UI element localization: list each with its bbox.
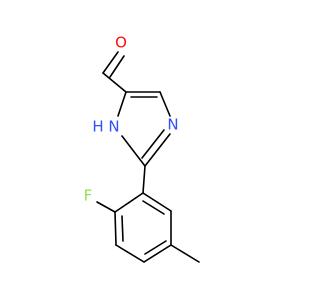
bond-ar-c4-c5 xyxy=(143,244,172,263)
bond-n3-c2 xyxy=(144,133,171,167)
nitrogen-n3-atom: N xyxy=(167,116,178,134)
bond-c4-n3 xyxy=(159,91,171,117)
atom-labels: O H N N F xyxy=(84,34,179,205)
bond-c-methyl xyxy=(170,244,200,263)
nitrogen-n1-atom: N xyxy=(108,118,119,136)
bond-aldehyde-c-to-ring xyxy=(102,72,127,93)
oxygen-atom: O xyxy=(115,34,127,52)
bond-c2-n1 xyxy=(121,135,146,167)
bond-ar-c1-c2 xyxy=(114,192,144,213)
bond-ar-c6-c1-inner xyxy=(142,200,165,215)
bond-ar-c2-c3 xyxy=(114,211,117,246)
bond-c-f xyxy=(96,201,116,213)
bond-ar-c4-c5-inner xyxy=(144,240,167,255)
bond-aldehyde-c-o-2 xyxy=(109,55,125,78)
fluorine-atom: F xyxy=(84,187,93,205)
bond-lines xyxy=(96,51,200,263)
bond-c2-aryl xyxy=(142,165,146,194)
bond-ar-c6-c1 xyxy=(142,192,172,212)
bond-aldehyde-c-o-1 xyxy=(102,51,119,74)
hydrogen-on-nitrogen-atom: H xyxy=(92,118,103,136)
bond-ar-c2-c3-inner xyxy=(121,215,124,242)
bond-ar-c3-c4 xyxy=(115,244,145,263)
bond-n3-c2-inner xyxy=(141,129,165,159)
bond-n1-c5 xyxy=(117,91,127,117)
chemical-structure: O H N N F xyxy=(84,34,200,263)
